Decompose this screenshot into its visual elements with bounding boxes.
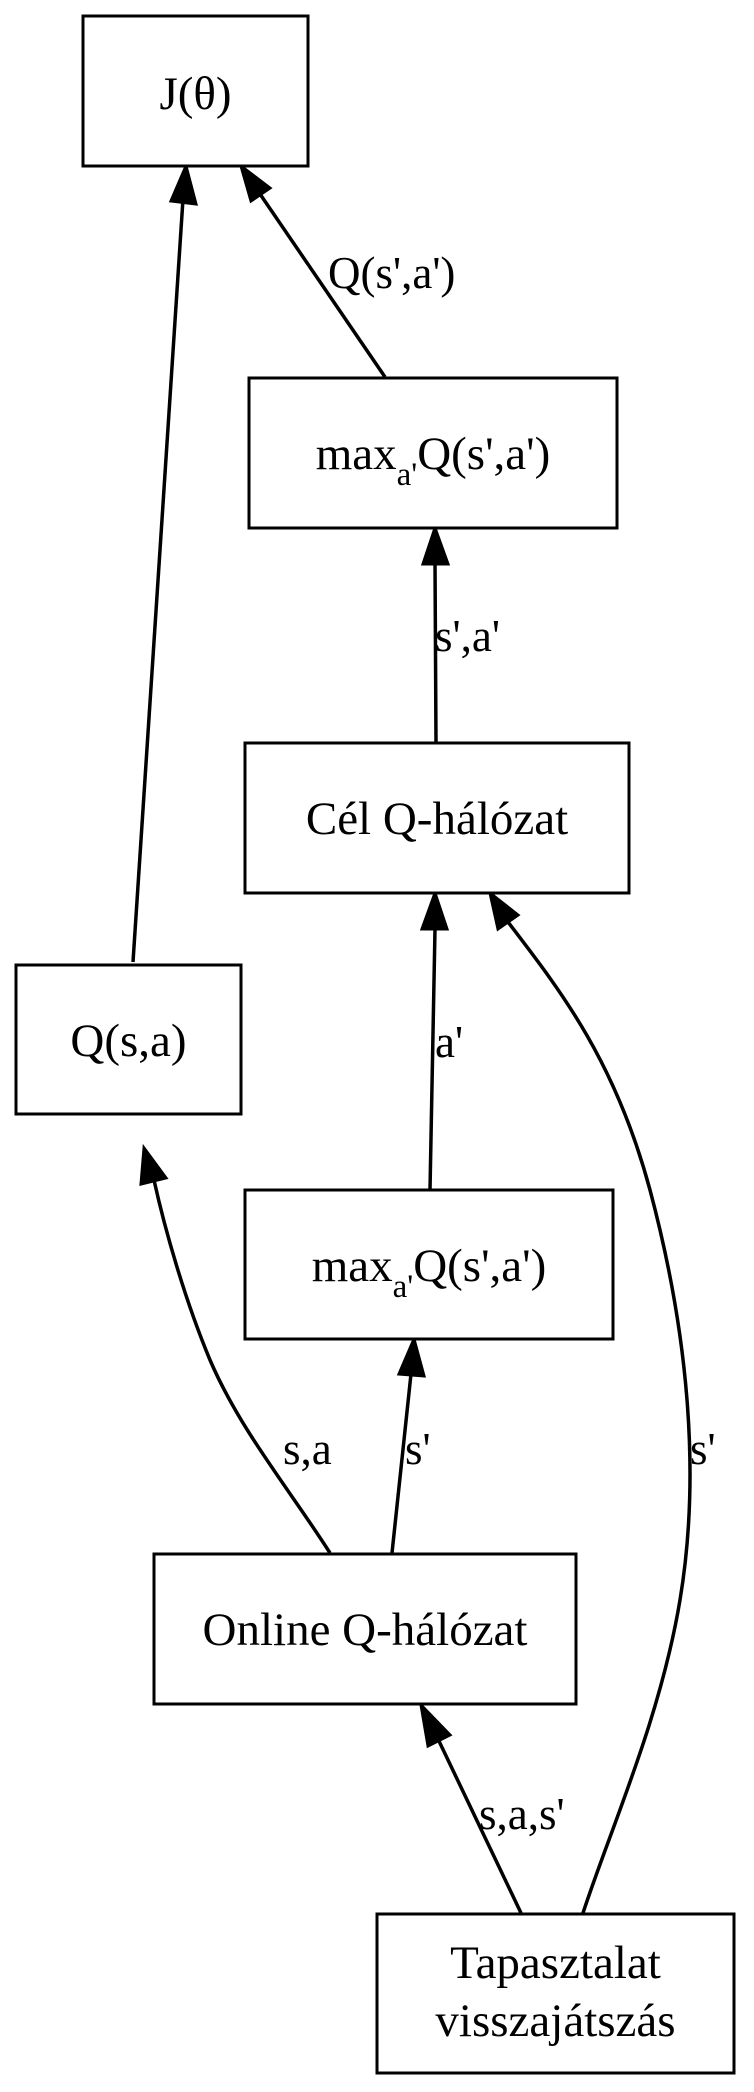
node-q-sa: Q(s,a) [14, 963, 243, 1116]
edge-label-target-to-max-target: s',a' [435, 611, 500, 661]
max-suffix: Q(s',a') [417, 428, 550, 480]
node-label: J(θ) [159, 68, 231, 120]
max-subscript: a' [397, 457, 418, 493]
edge-replay-to-target: s' [487, 889, 716, 1914]
arrowhead-icon [487, 889, 521, 932]
node-target-network: Cél Q-hálózat [243, 741, 631, 895]
node-max-online: maxa'Q(s',a') [243, 1188, 615, 1341]
arrowhead-icon [418, 1700, 453, 1749]
max-prefix: max [316, 428, 397, 480]
edge-label-max-target-to-j: Q(s',a') [328, 248, 455, 298]
max-suffix: Q(s',a') [413, 1240, 546, 1292]
arrowhead-icon [420, 523, 451, 566]
node-online-network: Online Q-hálózat [152, 1552, 578, 1706]
edge-label-online-to-max-online: s' [405, 1424, 431, 1474]
edge-line [433, 562, 438, 743]
edge-max-online-to-target: a' [419, 888, 463, 1191]
edge-line [506, 920, 692, 1914]
edge-line [436, 1738, 523, 1914]
max-prefix: max [312, 1240, 393, 1292]
edge-target-to-max-target: s',a' [420, 523, 500, 743]
edge-line [428, 928, 437, 1191]
node-experience-replay: Tapasztalat visszajátszás [375, 1912, 736, 2075]
node-label-line1: Tapasztalat [450, 1937, 661, 1989]
node-j-theta: J(θ) [81, 14, 310, 168]
node-label-line2: visszajátszás [435, 1995, 675, 2047]
node-label: Online Q-hálózat [203, 1604, 528, 1656]
edge-label-replay-to-target: s' [690, 1424, 716, 1474]
node-label: maxa'Q(s',a') [316, 428, 551, 493]
node-max-target: maxa'Q(s',a') [247, 376, 619, 530]
edge-label-replay-to-online: s,a,s' [479, 1789, 565, 1839]
edge-max-target-to-j: Q(s',a') [238, 162, 455, 378]
arrowhead-icon [419, 888, 450, 931]
edge-label-max-online-to-target: a' [435, 1017, 463, 1067]
max-subscript: a' [393, 1269, 414, 1305]
edge-q-sa-to-j [131, 161, 199, 963]
edge-line [152, 1179, 332, 1554]
arrowhead-icon [238, 162, 273, 204]
node-label: maxa'Q(s',a') [312, 1240, 547, 1305]
edge-replay-to-online: s,a,s' [418, 1700, 565, 1914]
arrowhead-icon [168, 161, 199, 206]
arrowhead-icon [139, 1143, 169, 1186]
edge-line [390, 1373, 413, 1554]
node-label: Q(s,a) [70, 1015, 186, 1067]
edge-label-online-to-q-sa: s,a [283, 1424, 332, 1474]
edge-online-to-max-online: s' [390, 1334, 431, 1554]
node-label: Cél Q-hálózat [306, 793, 568, 845]
edge-line [258, 193, 387, 378]
edge-line [131, 198, 185, 963]
edge-online-to-q-sa: s,a [139, 1143, 332, 1554]
arrowhead-icon [396, 1334, 427, 1378]
